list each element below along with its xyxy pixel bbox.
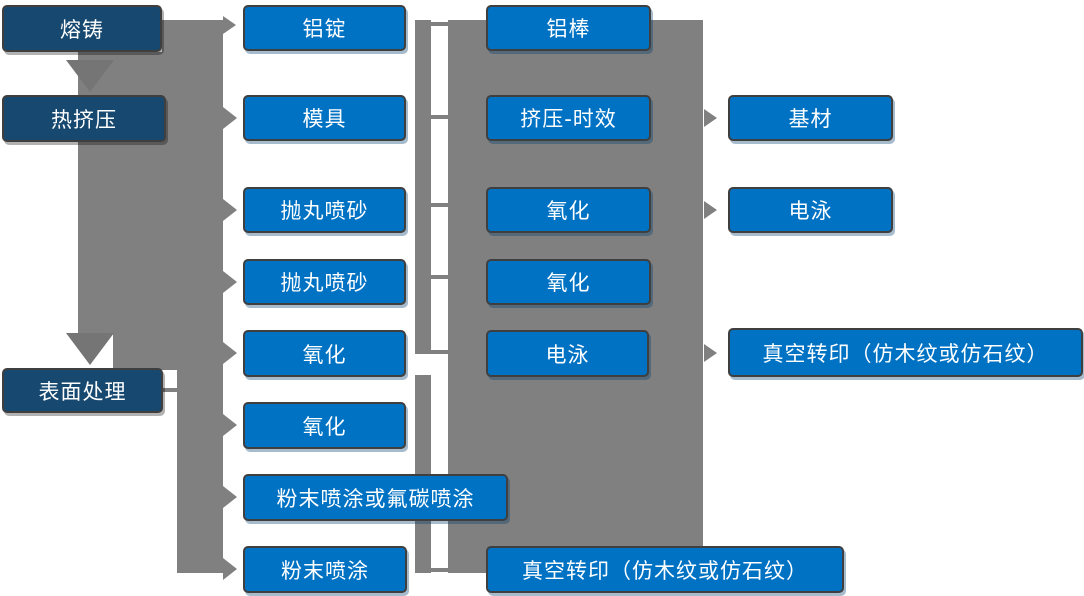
node-label: 真空转印（仿木纹或仿石纹） xyxy=(522,558,808,583)
connector-link-row8 xyxy=(431,568,448,572)
node-mold: 模具 xyxy=(243,95,406,141)
node-shot-blasting-2: 抛丸喷砂 xyxy=(243,259,406,305)
node-label: 基材 xyxy=(788,107,833,131)
node-label: 铝棒 xyxy=(546,17,591,41)
arrow-right-icon xyxy=(223,414,237,436)
node-hot-extrusion: 热挤压 xyxy=(2,95,166,142)
node-surface-treatment: 表面处理 xyxy=(2,368,163,413)
connector-link-row4 xyxy=(431,275,448,279)
node-aluminum-rod: 铝棒 xyxy=(486,5,651,51)
node-powder-or-fluorocarbon-coating: 粉末喷涂或氟碳喷涂 xyxy=(243,474,508,521)
arrow-right-icon xyxy=(223,271,237,293)
node-label: 氧化 xyxy=(302,342,347,367)
arrow-right-icon xyxy=(704,109,717,127)
arrow-down-icon xyxy=(66,333,114,365)
arrow-right-icon xyxy=(223,486,237,508)
node-electrophoresis-c3: 电泳 xyxy=(486,330,649,377)
connector-top-elbow xyxy=(162,20,178,52)
node-label: 粉末喷涂或氟碳喷涂 xyxy=(276,486,475,511)
connector-mid-bar-top xyxy=(415,20,431,354)
connector-link-row5 xyxy=(431,350,448,354)
node-powder-coating: 粉末喷涂 xyxy=(243,546,407,593)
node-label: 真空转印（仿木纹或仿石纹） xyxy=(762,341,1049,366)
node-label: 表面处理 xyxy=(38,379,127,404)
node-label: 粉末喷涂 xyxy=(281,558,369,583)
node-label: 电泳 xyxy=(788,199,833,223)
node-vacuum-transfer-c4: 真空转印（仿木纹或仿石纹） xyxy=(728,328,1083,377)
node-oxidation-c2b: 氧化 xyxy=(243,402,406,449)
node-electrophoresis-c4: 电泳 xyxy=(728,187,893,233)
node-label: 抛丸喷砂 xyxy=(280,271,369,295)
arrow-right-icon xyxy=(223,342,237,364)
node-label: 熔铸 xyxy=(60,17,104,42)
node-label: 模具 xyxy=(302,107,347,131)
node-melting-casting: 熔铸 xyxy=(2,5,162,52)
node-label: 挤压-时效 xyxy=(520,107,617,131)
node-label: 铝锭 xyxy=(302,17,347,41)
connector-link-surface xyxy=(163,388,177,392)
arrow-right-icon xyxy=(223,558,237,580)
node-label: 氧化 xyxy=(546,199,591,223)
node-vacuum-transfer-c3: 真空转印（仿木纹或仿石纹） xyxy=(486,546,844,593)
connector-link-row2 xyxy=(431,115,448,119)
connector-link-row3 xyxy=(431,203,448,207)
node-oxidation-c3b: 氧化 xyxy=(486,259,651,305)
connector-link-row1 xyxy=(431,22,448,26)
node-aluminum-ingot: 铝锭 xyxy=(243,5,406,51)
node-shot-blasting-1: 抛丸喷砂 xyxy=(243,187,406,233)
arrow-right-icon xyxy=(223,107,237,129)
connector-col2-bus xyxy=(177,20,223,573)
node-label: 氧化 xyxy=(546,271,591,295)
arrow-right-icon xyxy=(704,201,717,219)
node-extrusion-aging: 挤压-时效 xyxy=(486,95,651,141)
arrow-down-icon xyxy=(66,60,114,92)
node-oxidation-c2a: 氧化 xyxy=(243,330,406,377)
node-label: 抛丸喷砂 xyxy=(280,199,369,223)
arrow-right-icon xyxy=(223,16,236,34)
node-base-material: 基材 xyxy=(728,95,893,141)
node-label: 电泳 xyxy=(545,342,590,367)
node-label: 热挤压 xyxy=(51,107,117,132)
node-label: 氧化 xyxy=(302,414,347,439)
arrow-right-icon xyxy=(704,344,717,362)
arrow-right-icon xyxy=(223,199,237,221)
node-oxidation-c3a: 氧化 xyxy=(486,187,651,233)
connector-col1-band-stem xyxy=(113,333,177,370)
